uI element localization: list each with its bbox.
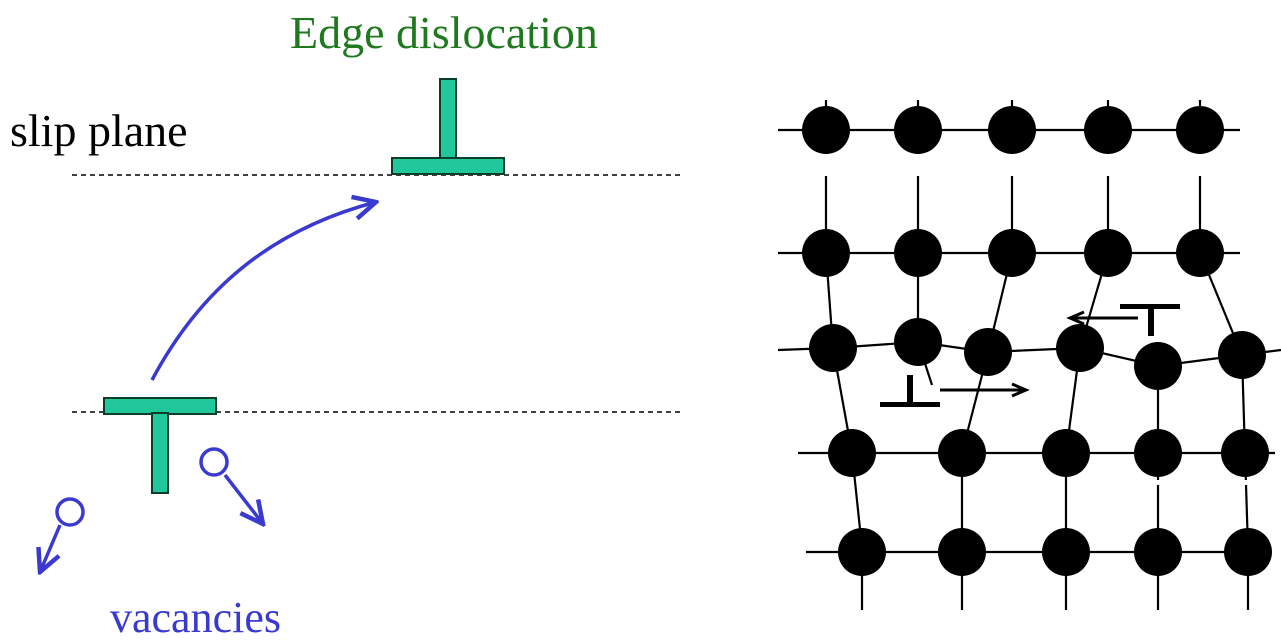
dislocation-symbol-upper-icon [391, 78, 505, 175]
atom [809, 324, 857, 372]
atom [1221, 429, 1269, 477]
dislocation-symbol-lower-icon [103, 397, 217, 494]
atom [838, 528, 886, 576]
atom [938, 528, 986, 576]
atom [1084, 229, 1132, 277]
atom [1084, 106, 1132, 154]
vacancy-right-icon [199, 447, 263, 524]
atom [894, 229, 942, 277]
lattice-atoms [802, 106, 1272, 576]
atom [1176, 229, 1224, 277]
atom [802, 106, 850, 154]
vacancies-label: vacancies [110, 593, 281, 642]
atom [1218, 331, 1266, 379]
atom [1042, 429, 1090, 477]
atom [828, 429, 876, 477]
lattice-dislocation-lower-icon [880, 375, 940, 407]
atom [1042, 528, 1090, 576]
lattice-shift-arrow-right-icon [940, 382, 1030, 398]
atom [894, 318, 942, 366]
atom [1134, 429, 1182, 477]
atom [988, 106, 1036, 154]
atom [1176, 106, 1224, 154]
lattice-dislocation-upper-icon [1120, 304, 1180, 336]
atom [988, 229, 1036, 277]
vacancy-left-icon [40, 497, 85, 572]
atom [802, 229, 850, 277]
atom [1134, 342, 1182, 390]
atom [964, 328, 1012, 376]
atom [894, 106, 942, 154]
climb-arrow-icon [150, 202, 376, 381]
atom [1056, 324, 1104, 372]
lattice-shift-arrow-left-icon [1066, 310, 1138, 326]
atom [1134, 528, 1182, 576]
slip-plane-label: slip plane [10, 105, 188, 156]
atom [1224, 528, 1272, 576]
diagram-title: Edge dislocation [290, 7, 598, 58]
atom [938, 429, 986, 477]
